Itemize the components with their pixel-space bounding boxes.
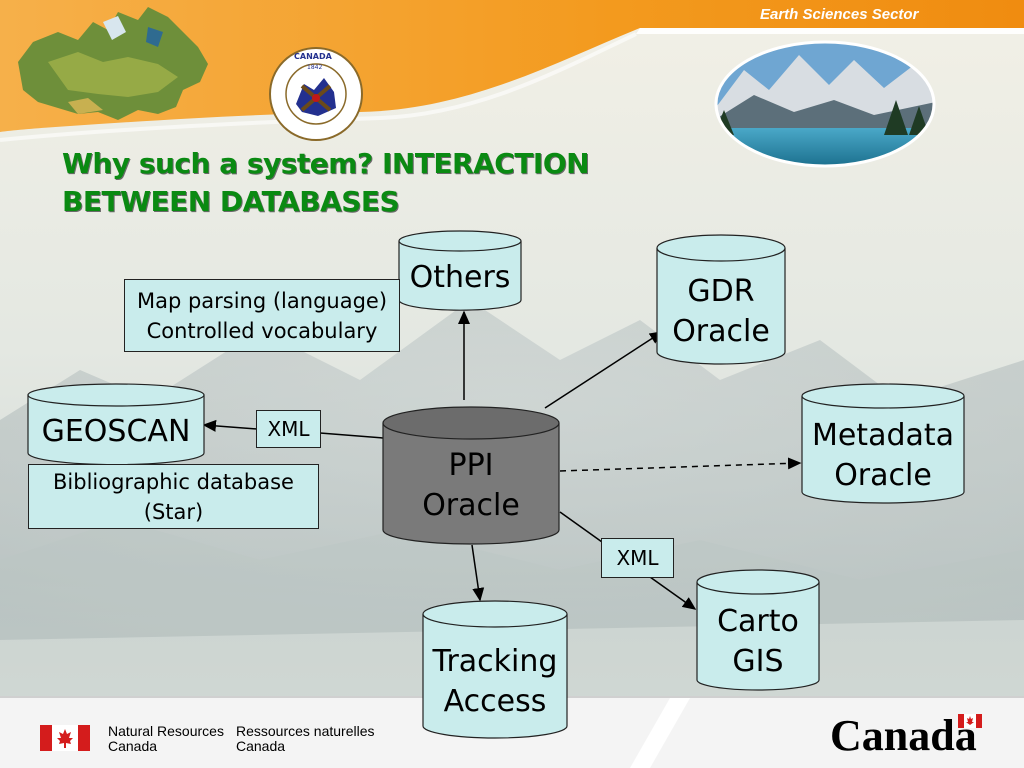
ppi-cylinder xyxy=(382,406,560,545)
seal-canada-text: CANADA xyxy=(294,52,332,61)
nrc-french: Ressources naturelles Canada xyxy=(236,724,375,754)
others-label: Others xyxy=(409,260,511,295)
tracking-label: Tracking Access xyxy=(423,642,567,722)
nrc-english-line1: Natural Resources xyxy=(108,723,224,739)
tracking-label-line2: Access xyxy=(443,684,547,719)
arrow-xml-to-carto xyxy=(649,576,697,610)
metadata-label-line2: Oracle xyxy=(834,458,932,493)
metadata-label-line1: Metadata xyxy=(811,418,955,453)
line-ppi-to-xml-right xyxy=(559,511,603,543)
others-note-line2: Controlled vocabulary xyxy=(146,319,378,343)
tracking-cylinder xyxy=(422,600,568,739)
arrow-ppi-to-gdr xyxy=(544,331,664,409)
ppi-label: PPI Oracle xyxy=(383,446,559,526)
sector-label: Earth Sciences Sector xyxy=(760,6,919,23)
geoscan-note-line1: Bibliographic database xyxy=(53,470,294,494)
wordmark-flag-icon xyxy=(958,714,982,728)
metadata-label: Metadata Oracle xyxy=(802,416,964,496)
canada-map-image xyxy=(18,7,208,120)
tracking-label-line1: Tracking xyxy=(432,644,558,679)
nrc-french-line2: Canada xyxy=(236,738,286,754)
moraine-lake-photo xyxy=(714,40,936,168)
geological-survey-seal xyxy=(269,47,363,141)
carto-cylinder xyxy=(696,569,820,691)
arrow-ppi-to-tracking xyxy=(471,544,485,602)
title-line-2: BETWEEN DATABASES xyxy=(62,185,400,218)
others-cylinder xyxy=(398,230,522,311)
carto-label: Carto GIS xyxy=(697,602,819,682)
ppi-label-line2: Oracle xyxy=(422,488,520,523)
carto-label-line1: Carto xyxy=(717,604,799,639)
others-note-box: Map parsing (language) Controlled vocabu… xyxy=(124,279,400,352)
geoscan-note-line2: (Star) xyxy=(143,500,204,524)
seal-year-text: 1842 xyxy=(307,64,323,71)
geoscan-note-box: Bibliographic database (Star) xyxy=(28,464,319,529)
nrc-english-line2: Canada xyxy=(108,738,158,754)
nrc-english: Natural Resources Canada xyxy=(108,724,224,754)
others-note-line1: Map parsing (language) xyxy=(136,289,388,313)
metadata-cylinder xyxy=(801,383,965,504)
title-line-1: Why such a system? INTERACTION xyxy=(62,147,590,180)
carto-label-line2: GIS xyxy=(732,644,784,679)
arrow-xml-to-geoscan xyxy=(202,419,258,432)
canada-wordmark: Canada xyxy=(830,711,977,760)
geoscan-cylinder xyxy=(27,383,205,466)
slide-title: Why such a system? INTERACTION BETWEEN D… xyxy=(62,145,682,221)
nrc-french-line1: Ressources naturelles xyxy=(236,723,375,739)
gdr-label-line2: Oracle xyxy=(672,314,770,349)
xml-right-box: XML xyxy=(601,538,674,578)
xml-left-box: XML xyxy=(256,410,321,448)
geoscan-label: GEOSCAN xyxy=(41,414,191,449)
gdr-label: GDR Oracle xyxy=(657,272,785,352)
arrow-ppi-to-metadata-dashed xyxy=(559,457,802,472)
gdr-label-line1: GDR xyxy=(687,274,755,309)
ppi-label-line1: PPI xyxy=(448,448,494,483)
gdr-cylinder xyxy=(656,234,786,365)
canada-flag-icon xyxy=(40,725,90,751)
line-ppi-to-xml-left xyxy=(319,432,384,439)
